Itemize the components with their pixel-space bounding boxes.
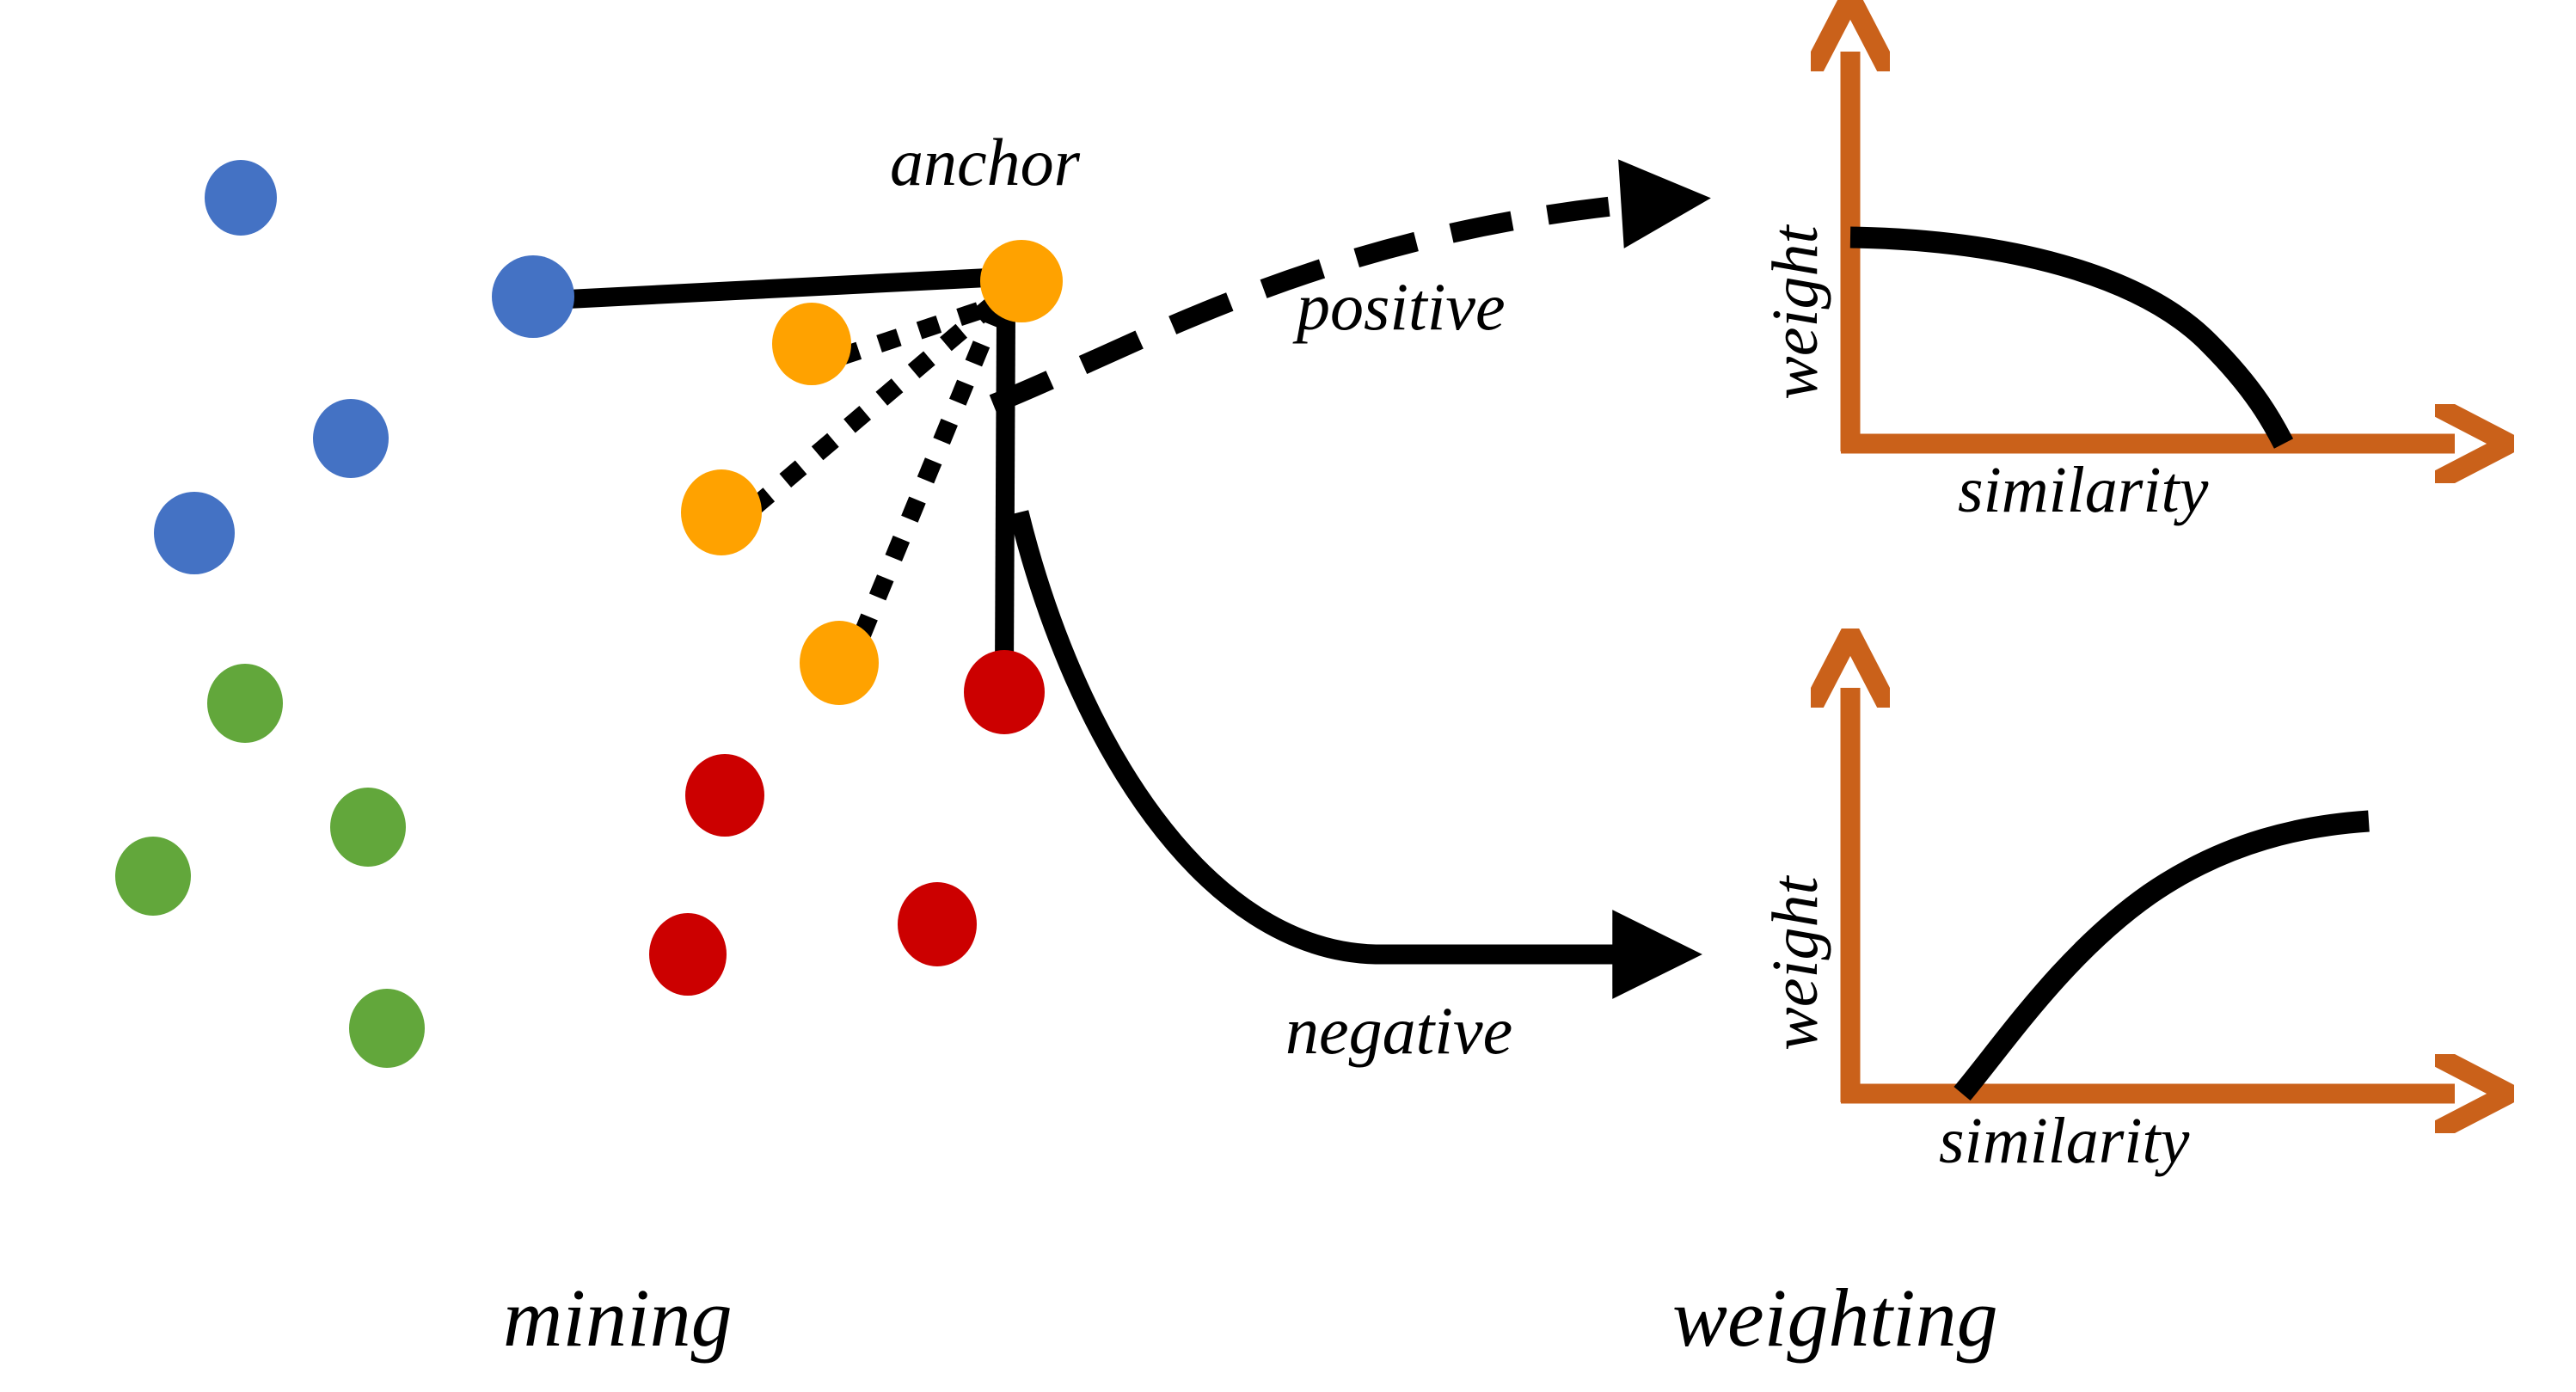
y-axis-label: weight: [1759, 224, 1831, 400]
link-orange3-to-anchor: [747, 293, 1003, 515]
scatter-point-green: [330, 788, 406, 867]
scatter-point-red: [685, 754, 764, 837]
positive-weighting-chart: weight similarity: [1759, 52, 2455, 526]
anchor-label: anchor: [890, 125, 1081, 199]
negative-label: negative: [1285, 993, 1512, 1068]
y-axis-label: weight: [1759, 874, 1831, 1051]
link-blue-to-anchor: [567, 267, 1005, 309]
positive-label: positive: [1292, 269, 1506, 344]
link-orange2-to-anchor: [836, 294, 1005, 366]
link-orange4-to-anchor: [853, 297, 1008, 640]
weighting-section-label: weighting: [1672, 1272, 1998, 1364]
mining-section-label: mining: [503, 1272, 733, 1364]
scatter-point-orange: [772, 303, 851, 385]
scatter-point-blue: [313, 399, 389, 478]
scatter-point-blue: [492, 255, 574, 338]
scatter-point-blue: [154, 492, 235, 574]
scatter-point-anchor: [980, 240, 1063, 322]
weight-curve-positive: [1849, 226, 2294, 449]
scatter-point-red: [649, 913, 727, 996]
scatter-point-green: [349, 989, 425, 1068]
scatter-point-orange: [681, 469, 762, 555]
link-anchor-to-red: [995, 313, 1015, 671]
embedding-scatter-group: [115, 160, 1063, 1068]
x-axis-label: similarity: [1958, 454, 2209, 526]
weight-curve-negative: [1953, 810, 2370, 1101]
scatter-point-green: [207, 664, 283, 743]
negative-arrow: [1009, 510, 1702, 999]
negative-weighting-chart: weight similarity: [1759, 688, 2455, 1177]
scatter-point-red: [898, 882, 977, 966]
scatter-point-red-hardest-negative: [964, 650, 1045, 734]
x-axis-label: similarity: [1939, 1105, 2190, 1177]
scatter-point-orange: [800, 621, 879, 705]
positive-arrow: [989, 159, 1711, 414]
scatter-point-blue: [205, 160, 277, 236]
scatter-point-green: [115, 837, 191, 916]
